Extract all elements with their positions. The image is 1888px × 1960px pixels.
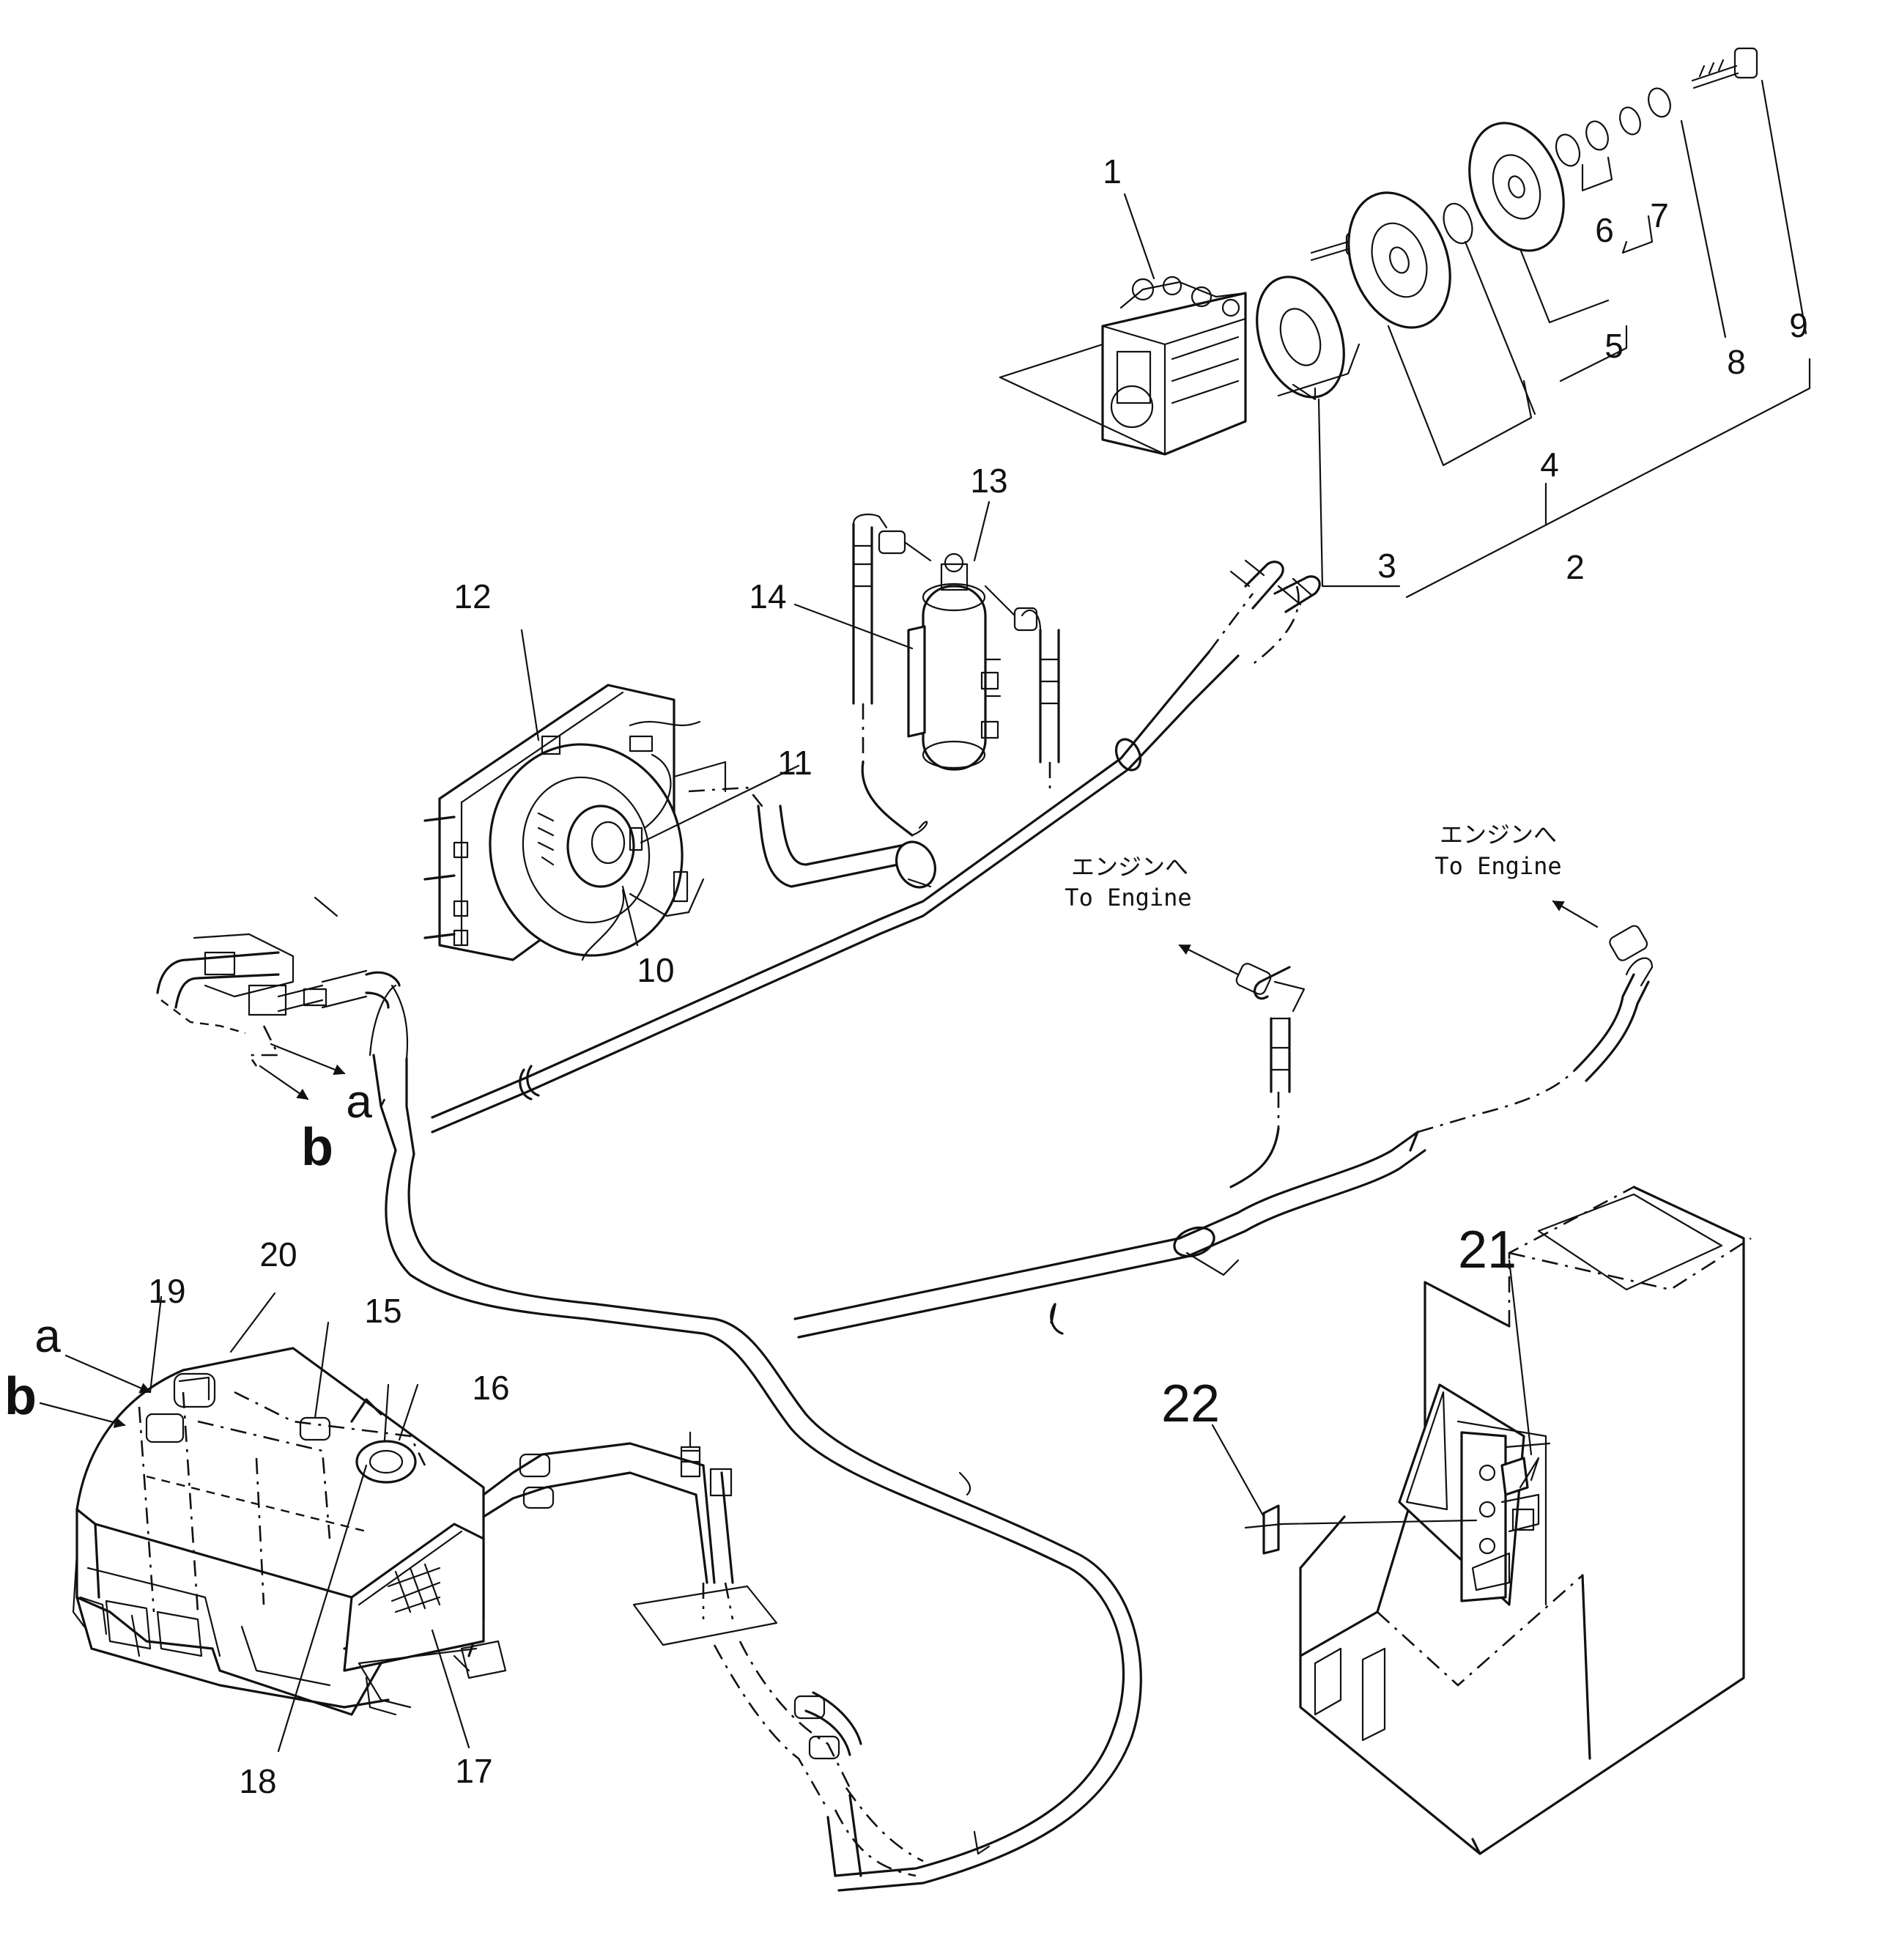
callout-9: 9: [1789, 306, 1808, 344]
connector-b-upper: b: [301, 1118, 333, 1177]
callout-6: 6: [1595, 211, 1614, 249]
callout-13: 13: [970, 462, 1007, 500]
callout-16: 16: [472, 1369, 509, 1407]
label-plate: [1262, 1504, 1280, 1555]
callout-4: 4: [1540, 445, 1559, 484]
callout-21: 21: [1458, 1221, 1517, 1279]
ab-arrows-upper: [259, 1043, 346, 1101]
expansion-valve-assembly: [156, 933, 401, 1067]
connector-a-upper: a: [346, 1075, 372, 1128]
pipe-clamp-upper: [895, 840, 936, 889]
callout-11: 11: [777, 744, 812, 782]
heater-outlets: [79, 1596, 397, 1716]
engine-supply-hose: [1229, 963, 1306, 1188]
ab-arrows-lower: [39, 1354, 152, 1428]
callout-14: 14: [749, 577, 786, 615]
receiver-dryer: [907, 552, 1002, 771]
connector-b-lower: b: [4, 1367, 37, 1426]
callout-22: 22: [1161, 1375, 1220, 1433]
condenser-pipe: [688, 786, 917, 888]
heater-evaporator-unit: [72, 1347, 507, 1716]
spacer-rings: [1555, 87, 1671, 167]
to-engine-left-en: To Engine: [1065, 884, 1191, 911]
pulley: [1347, 191, 1451, 329]
callout-8: 8: [1727, 343, 1746, 381]
cab-console: [1299, 1186, 1752, 1855]
to-engine-left-jp: エンジンへ: [1071, 853, 1188, 881]
compressor: [1101, 275, 1247, 456]
dryer-bracket: [907, 625, 999, 739]
heater-core-pipes: [482, 1431, 991, 1877]
callout-15: 15: [364, 1292, 401, 1330]
bolt-large: [1691, 47, 1758, 89]
engine-arrows: [1178, 900, 1599, 976]
engine-return-hose: [793, 925, 1654, 1339]
clutch-coil: [1256, 275, 1361, 399]
callout-7: 7: [1650, 196, 1669, 234]
armature-plate: [1468, 122, 1565, 252]
callout-2: 2: [1566, 548, 1585, 586]
connector-a-lower: a: [34, 1309, 61, 1362]
leader-lines-clutch: [999, 79, 1811, 599]
callout-10: 10: [637, 951, 674, 989]
callout-3: 3: [1377, 547, 1396, 585]
callout-5: 5: [1604, 327, 1624, 365]
callout-17: 17: [455, 1752, 492, 1790]
callout-19: 19: [148, 1272, 185, 1310]
condenser-unit: [423, 684, 727, 961]
pipe-a-b-upper: [369, 984, 415, 1155]
to-engine-right-en: To Engine: [1434, 852, 1561, 880]
shim: [1443, 202, 1473, 245]
callout-18: 18: [239, 1762, 276, 1800]
leader-lines: [149, 193, 1533, 1753]
callout-12: 12: [454, 577, 491, 615]
callout-20: 20: [259, 1235, 297, 1273]
ac-control-panel: [1398, 1383, 1551, 1606]
main-pipe-clamps: [519, 1065, 1240, 1335]
suction-line: [385, 1149, 1142, 1892]
to-engine-right-jp: エンジンへ: [1440, 821, 1557, 848]
callout-1: 1: [1103, 152, 1122, 191]
dryer-pipes: [852, 513, 1060, 837]
